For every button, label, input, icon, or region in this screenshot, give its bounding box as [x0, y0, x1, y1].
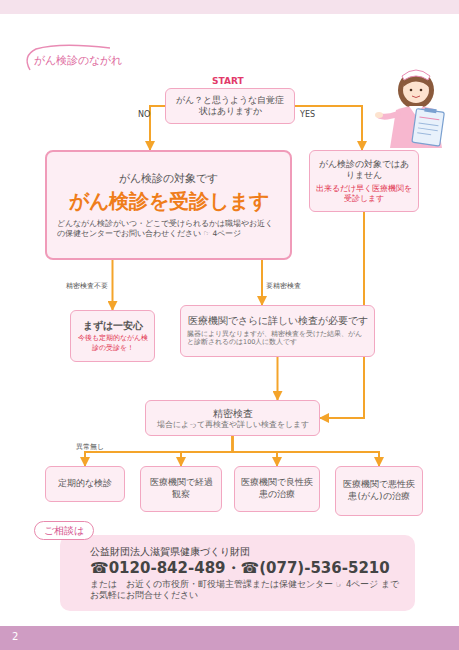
- edge-label: YES: [300, 110, 315, 120]
- decision-box: がん？と思うような自覚症状はありますか: [165, 88, 295, 124]
- contact-band: ご相談は公益財団法人滋賀県健康づくり財団☎0120-842-489・☎(077)…: [60, 535, 415, 611]
- flow-arrow: [150, 106, 165, 150]
- process-box: 精密検査場合によって再検査や詳しい検査をします: [145, 400, 320, 436]
- start-label: START: [212, 76, 244, 87]
- node-heading: 医療機関で悪性疾患(がん)の治療: [342, 479, 416, 502]
- node-text: 公益財団法人滋賀県健康づくり財団: [90, 545, 250, 558]
- node-text: がん検診を受診します: [69, 188, 269, 214]
- node-text: ☎0120-842-489・☎(077)-536-5210: [90, 559, 390, 579]
- nurse-illustration: [375, 70, 445, 148]
- node-heading: 医療機関でさらに詳しい検査が必要です: [188, 315, 368, 327]
- node-text: 場合によって再検査や詳しい検査をします: [157, 420, 309, 430]
- mouth: [412, 96, 420, 98]
- process-box: 医療機関でさらに詳しい検査が必要です臓器により異なりますが、精密検査を受けた結果…: [180, 305, 375, 357]
- process-box: がん検診の対象ですがん検診を受診しますどんながん検診がいつ・どこで受けられるかは…: [45, 150, 292, 260]
- clipboard-line: [418, 128, 438, 131]
- clip: [424, 108, 436, 114]
- node-heading: がん検診の対象ではありません: [316, 159, 412, 181]
- result-box: まずは一安心今後も定期的ながん検診の受診を！: [70, 310, 155, 362]
- process-box: がん検診の対象ではありません出来るだけ早く医療機関を受診します: [309, 150, 419, 212]
- edge-label: 異常無し: [76, 444, 104, 452]
- node-heading: 医療機関で経過観察: [147, 477, 215, 500]
- clipboard-line: [419, 123, 439, 126]
- flow-arrow: [181, 436, 233, 466]
- hair: [398, 71, 434, 109]
- clipboard-line: [417, 133, 431, 135]
- node-heading: まずは一安心: [83, 319, 143, 332]
- clipboard-line: [419, 117, 439, 120]
- node-heading: がん？と思うような自覚症状はありますか: [172, 95, 288, 117]
- edge-label: 要精密検査: [266, 283, 301, 291]
- flow-arrow: [112, 260, 114, 310]
- node-heading: がん検診の対象です: [119, 172, 218, 186]
- outcome-box: 定期的な検診: [45, 466, 125, 502]
- edge-label: NO: [138, 110, 150, 120]
- outcome-box: 医療機関で良性疾患の治療: [234, 466, 320, 512]
- edge-label: 精密検査不要: [66, 283, 108, 291]
- node-text: どんながん検診がいつ・どこで受けられるかは職場やお近くの保健センターでお問い合わ…: [57, 219, 280, 239]
- page-number: 2: [12, 631, 18, 643]
- callout-heading: ご相談は: [34, 521, 94, 540]
- flow-arrow: [277, 357, 279, 400]
- clipboard: [412, 109, 444, 147]
- page-heading: がん検診のながれ: [34, 53, 122, 68]
- top-band: [0, 0, 459, 14]
- outcome-box: 医療機関で悪性疾患(がん)の治療: [335, 466, 423, 516]
- node-heading: 精密検査: [213, 407, 253, 420]
- flow-arrow: [261, 260, 263, 305]
- node-heading: 医療機関で良性疾患の治療: [241, 477, 313, 500]
- eye: [420, 89, 423, 92]
- nurse-cap: [402, 70, 430, 80]
- bottom-band: [0, 626, 459, 650]
- eye: [410, 89, 413, 92]
- node-text: 今後も定期的ながん検診の受診を！: [77, 334, 148, 352]
- hand: [375, 112, 383, 118]
- node-text: または お近くの市役所・町役場主管課または保健センター ☞ 4ページ までお気軽…: [90, 579, 405, 601]
- node-text: 出来るだけ早く医療機関を受診します: [316, 184, 412, 204]
- outcome-box: 医療機関で経過観察: [140, 466, 222, 512]
- node-heading: 定期的な検診: [58, 478, 112, 490]
- flow-arrow: [85, 436, 233, 466]
- flow-arrow: [295, 106, 362, 150]
- flow-arrow: [233, 436, 380, 466]
- node-text: 臓器により異なりますが、精密検査を受けた結果、がんと診断されるのは100人に数人…: [187, 330, 368, 347]
